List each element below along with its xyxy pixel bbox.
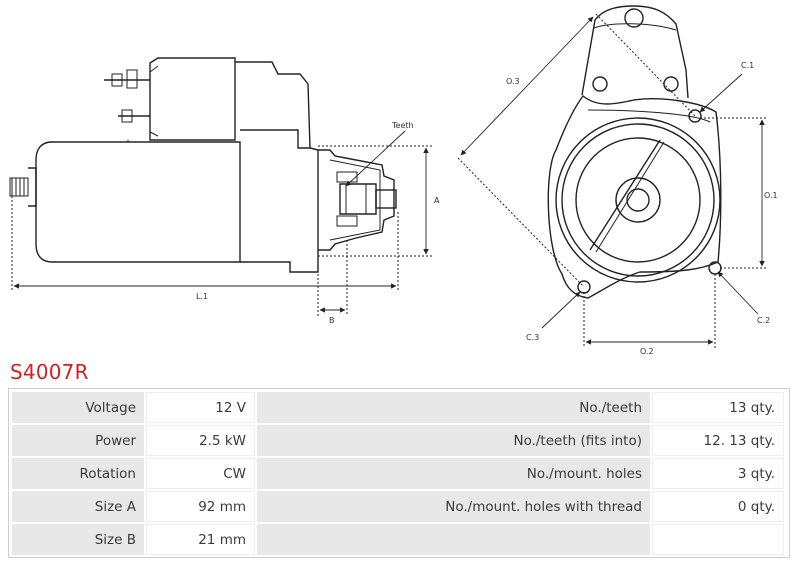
c2-label: C.2 [757,316,770,325]
spec-label: Power [12,425,144,456]
spec-value: 12 V [146,392,255,423]
spec-value: 21 mm [146,524,255,555]
c1-label: C.1 [741,61,754,70]
spec-label-2: No./teeth [257,392,650,423]
teeth-label: Teeth [391,121,414,130]
dim-l1-label: L.1 [196,292,208,301]
dim-o1-label: O.1 [764,191,778,200]
spec-label: Rotation [12,458,144,489]
spec-label: Voltage [12,392,144,423]
spec-value-2: 0 qty. [652,491,784,522]
spec-value: 2.5 kW [146,425,255,456]
product-code: S4007R [10,360,89,384]
spec-value-2: 3 qty. [652,458,784,489]
side-view: A Teeth L.1 B [9,57,440,325]
spec-value-2: 13 qty. [652,392,784,423]
dim-o2-label: O.2 [640,347,654,355]
c3-label: C.3 [526,333,539,342]
spec-label-2: No./mount. holes [257,458,650,489]
dim-a-label: A [434,196,440,205]
spec-label: Size B [12,524,144,555]
starter-technical-drawing: A Teeth L.1 B [9,5,778,355]
specs-table-frame [8,388,790,558]
spec-value: 92 mm [146,491,255,522]
spec-label: Size A [12,491,144,522]
front-view: O.1 O.2 O.3 C.1 C.2 C.3 [457,5,778,355]
spec-value-2 [652,524,784,555]
spec-value-2: 12. 13 qty. [652,425,784,456]
spec-label-2: No./teeth (fits into) [257,425,650,456]
dim-b-label: B [329,316,335,325]
spec-label-2: No./mount. holes with thread [257,491,650,522]
dim-o3-label: O.3 [506,77,520,86]
spec-label-2 [257,524,650,555]
spec-value: CW [146,458,255,489]
